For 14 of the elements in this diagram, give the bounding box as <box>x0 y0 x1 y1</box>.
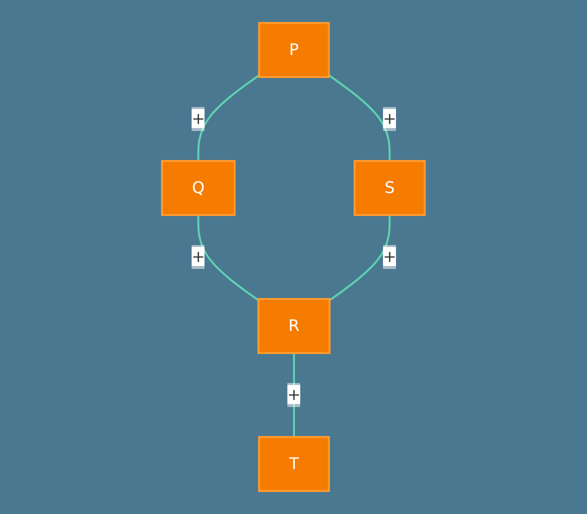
node-box: T <box>258 436 330 492</box>
edge-label: + <box>383 247 396 266</box>
node-box: R <box>258 298 331 354</box>
connector <box>197 74 260 161</box>
edge-label: + <box>287 385 301 404</box>
edge-label: + <box>383 109 396 128</box>
connector <box>197 215 260 302</box>
node-box: Q <box>161 160 236 216</box>
edge-label: + <box>192 247 206 266</box>
node-box: S <box>354 160 426 216</box>
connector <box>328 74 391 161</box>
connector <box>329 215 391 302</box>
node-box: P <box>258 22 330 78</box>
edge-label: + <box>192 109 206 128</box>
